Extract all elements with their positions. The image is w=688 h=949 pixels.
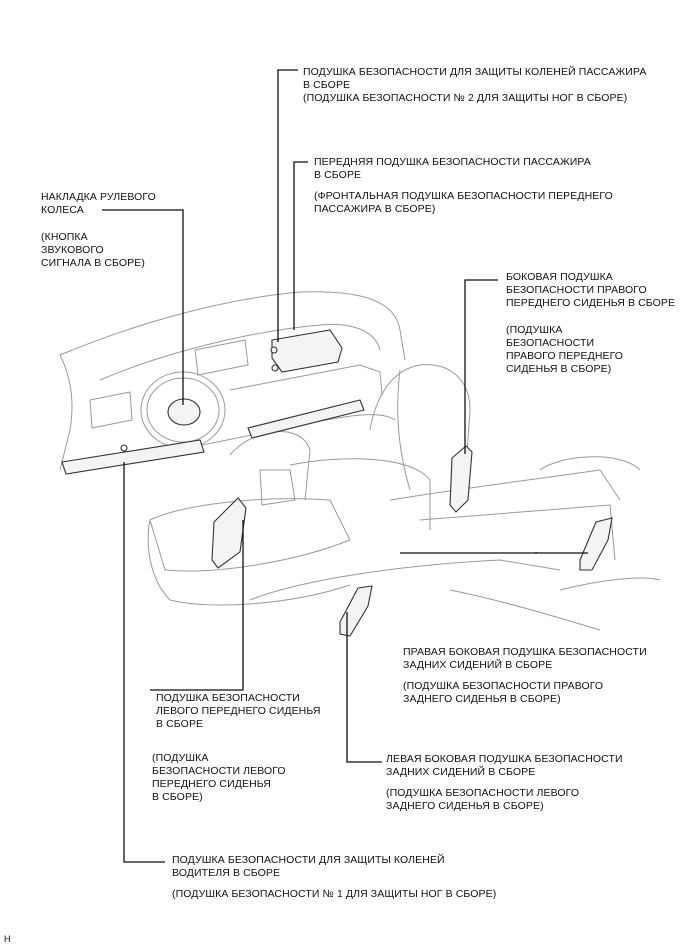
label-line: БОКОВАЯ ПОДУШКА (506, 271, 613, 283)
label-driver-knee-airbag: ПОДУШКА БЕЗОПАСНОСТИ ДЛЯ ЗАЩИТЫ КОЛЕНЕЙ … (172, 854, 496, 901)
label-line: ПОДУШКА БЕЗОПАСНОСТИ (156, 692, 300, 704)
label-line: (ПОДУШКА (152, 752, 209, 764)
label-line: ПРАВОГО ПЕРЕДНЕГО (506, 350, 624, 362)
label-line: ПЕРЕДНЕГО СИДЕНЬЯ В СБОРЕ (506, 297, 676, 309)
label-line: СИДЕНЬЯ В СБОРЕ) (506, 363, 612, 375)
label-line: ЗАДНИХ СИДЕНИЙ В СБОРЕ (403, 659, 553, 671)
label-line: ПЕРЕДНЯЯ ПОДУШКА БЕЗОПАСНОСТИ ПАССАЖИРА (314, 156, 591, 168)
right-rear-side-airbag-part (579, 517, 613, 571)
passenger-front-airbag-part (270, 329, 343, 373)
right-front-seat-airbag-part (449, 445, 473, 513)
left-rear-side-airbag-part (339, 585, 373, 637)
label-left-rear-side-airbag: ЛЕВАЯ БОКОВАЯ ПОДУШКА БЕЗОПАСНОСТИ ЗАДНИ… (386, 753, 623, 813)
label-line: В СБОРЕ (303, 79, 351, 91)
label-line: В СБОРЕ (156, 718, 204, 730)
label-line: ПОДУШКА БЕЗОПАСНОСТИ ДЛЯ ЗАЩИТЫ КОЛЕНЕЙ (172, 854, 445, 866)
passenger-knee-airbag-part (247, 399, 365, 439)
label-line: КОЛЕСА (41, 204, 84, 216)
label-line: ЗАДНЕГО СИДЕНЬЯ В СБОРЕ) (386, 800, 544, 812)
label-line: В СБОРЕ (314, 169, 362, 181)
label-line: (КНОПКА (41, 231, 88, 243)
label-line: В СБОРЕ) (152, 791, 203, 803)
label-line: ВОДИТЕЛЯ В СБОРЕ (172, 867, 281, 879)
label-front-passenger-airbag: ПЕРЕДНЯЯ ПОДУШКА БЕЗОПАСНОСТИ ПАССАЖИРА … (314, 156, 613, 216)
label-line: ЗАДНЕГО СИДЕНЬЯ В СБОРЕ) (403, 693, 561, 705)
label-left-front-seat-airbag-alt: (ПОДУШКА БЕЗОПАСНОСТИ ЛЕВОГО ПЕРЕДНЕГО С… (152, 752, 286, 804)
leader-lines (102, 69, 588, 863)
label-line: (ПОДУШКА БЕЗОПАСНОСТИ № 2 ДЛЯ ЗАЩИТЫ НОГ… (303, 92, 628, 104)
label-line: (ФРОНТАЛЬНАЯ ПОДУШКА БЕЗОПАСНОСТИ ПЕРЕДН… (314, 190, 613, 202)
label-passenger-knee-airbag: ПОДУШКА БЕЗОПАСНОСТИ ДЛЯ ЗАЩИТЫ КОЛЕНЕЙ … (303, 66, 646, 105)
label-line: ЛЕВОГО ПЕРЕДНЕГО СИДЕНЬЯ (156, 705, 321, 717)
label-line: БЕЗОПАСНОСТИ ЛЕВОГО (152, 765, 286, 777)
label-line: ПОДУШКА БЕЗОПАСНОСТИ ДЛЯ ЗАЩИТЫ КОЛЕНЕЙ … (303, 66, 647, 78)
label-right-rear-side-airbag: ПРАВАЯ БОКОВАЯ ПОДУШКА БЕЗОПАСНОСТИ ЗАДН… (403, 646, 647, 706)
label-line: ЗАДНИХ СИДЕНИЙ В СБОРЕ (386, 766, 536, 778)
label-left-front-seat-airbag: ПОДУШКА БЕЗОПАСНОСТИ ЛЕВОГО ПЕРЕДНЕГО СИ… (156, 692, 321, 731)
label-line: (ПОДУШКА (506, 324, 563, 336)
label-line: БЕЗОПАСНОСТИ (506, 337, 595, 349)
label-line: (ПОДУШКА БЕЗОПАСНОСТИ ЛЕВОГО (386, 787, 580, 799)
car-interior-outline (59, 291, 661, 631)
label-steering-wheel-pad: НАКЛАДКА РУЛЕВОГО КОЛЕСА (КНОПКА ЗВУКОВО… (41, 191, 156, 270)
label-line: ПЕРЕДНЕГО СИДЕНЬЯ (152, 778, 271, 790)
label-line: (ПОДУШКА БЕЗОПАСНОСТИ ПРАВОГО (403, 680, 604, 692)
label-right-front-seat-airbag: БОКОВАЯ ПОДУШКА БЕЗОПАСНОСТИ ПРАВОГО ПЕР… (506, 271, 675, 376)
label-line: БЕЗОПАСНОСТИ ПРАВОГО (506, 284, 647, 296)
left-front-seat-airbag-part (211, 497, 247, 569)
figure-code: H (4, 934, 11, 944)
label-line: ЛЕВАЯ БОКОВАЯ ПОДУШКА БЕЗОПАСНОСТИ (386, 753, 623, 765)
label-line: НАКЛАДКА РУЛЕВОГО (41, 191, 156, 203)
label-line: ПАССАЖИРА В СБОРЕ) (314, 203, 436, 215)
label-line: (ПОДУШКА БЕЗОПАСНОСТИ № 1 ДЛЯ ЗАЩИТЫ НОГ… (172, 888, 497, 900)
steering-wheel-pad-part (167, 398, 201, 426)
label-line: ЗВУКОВОГО (41, 244, 104, 256)
driver-knee-airbag-part (61, 439, 205, 475)
label-line: СИГНАЛА В СБОРЕ) (41, 257, 145, 269)
label-line: ПРАВАЯ БОКОВАЯ ПОДУШКА БЕЗОПАСНОСТИ (403, 646, 647, 658)
